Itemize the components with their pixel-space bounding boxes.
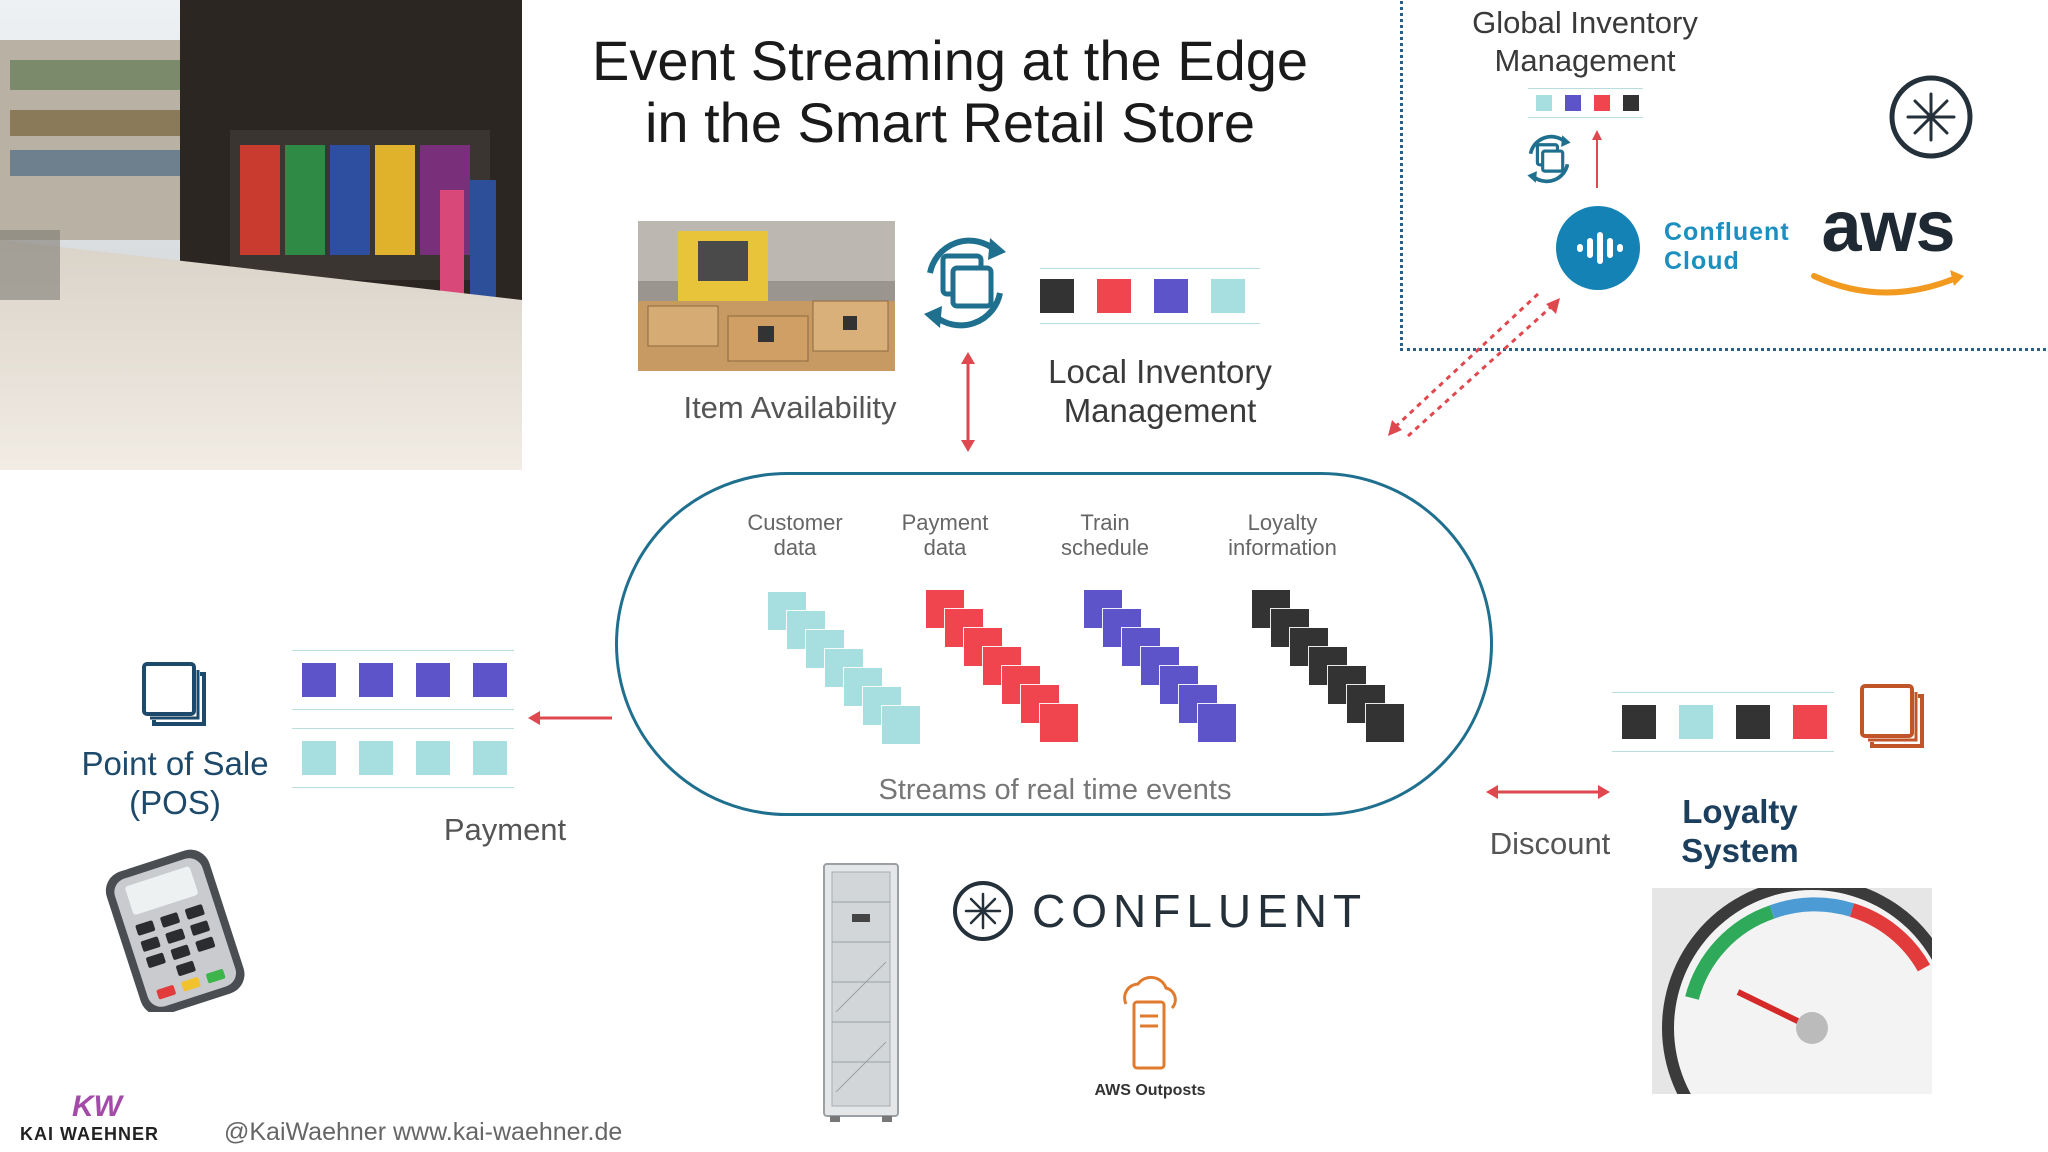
loyalty-topic	[1612, 692, 1834, 752]
stream-header-customer-data: Customer data	[747, 510, 843, 560]
streams-caption: Streams of real time events	[878, 774, 1232, 806]
global-inventory-label: Global Inventory Management	[1472, 5, 1698, 78]
pos-topic-teal	[292, 728, 514, 788]
event-square	[1211, 279, 1245, 313]
aws-smile-icon	[1808, 266, 1968, 302]
stream-event-square	[882, 706, 920, 744]
event-square	[416, 741, 450, 775]
kai-waehner-logo: KW KAI WAEHNER	[20, 1090, 190, 1146]
confluent-cloud-label: Confluent Cloud	[1664, 218, 1790, 275]
event-square	[359, 741, 393, 775]
loyalty-system-label: Loyalty System	[1681, 793, 1799, 869]
stream-event-square	[1198, 704, 1236, 742]
bidirectional-arrow-horizontal	[1486, 782, 1610, 802]
event-square	[473, 741, 507, 775]
kw-name: KAI WAEHNER	[20, 1124, 160, 1144]
pos-label: Point of Sale (POS)	[81, 745, 269, 821]
kw-monogram: KW	[72, 1090, 122, 1123]
stream-train-schedule	[1084, 590, 1236, 742]
event-square	[1154, 279, 1188, 313]
local-inventory-label: Local Inventory Management	[1048, 353, 1272, 429]
arrow-left-icon	[528, 708, 614, 728]
event-square	[302, 741, 336, 775]
confluent-star-icon	[952, 880, 1014, 942]
global-inventory-topic	[1528, 88, 1643, 118]
stream-event-square	[1040, 704, 1078, 742]
event-square	[302, 663, 336, 697]
event-square	[473, 663, 507, 697]
event-square	[1623, 95, 1639, 111]
event-square	[1793, 705, 1827, 739]
bidirectional-arrow-vertical	[956, 352, 980, 452]
event-square	[1594, 95, 1610, 111]
event-square	[1622, 705, 1656, 739]
confluent-star-icon	[1888, 74, 1974, 160]
confluent-wordmark: CONFLUENT	[1032, 885, 1368, 937]
local-inventory-topic	[1040, 268, 1260, 324]
stream-header-loyalty-information: Loyalty information	[1228, 510, 1337, 560]
item-availability-label: Item Availability	[683, 390, 897, 425]
event-square	[359, 663, 393, 697]
warehouse-forklift-photo	[638, 221, 895, 371]
mall-store-photo	[0, 0, 522, 470]
event-streams-container	[615, 472, 1493, 816]
event-square	[1679, 705, 1713, 739]
event-square	[1097, 279, 1131, 313]
event-square	[416, 663, 450, 697]
confluent-cloud-icon	[1555, 205, 1641, 291]
stream-customer-data	[768, 592, 920, 744]
stream-loyalty-information	[1252, 590, 1404, 742]
card-payment-terminal	[80, 846, 266, 1016]
cloud-region-box	[1400, 0, 2048, 351]
page-title: Event Streaming at the Edge in the Smart…	[592, 29, 1308, 154]
loyalty-rewards-gauge	[1652, 878, 1962, 1152]
arrow-up-icon	[1590, 130, 1604, 190]
aws-outposts-icon	[1116, 972, 1180, 1072]
stream-payment-data	[926, 590, 1078, 742]
pos-topic-purple	[292, 650, 514, 710]
edge-server-rack	[822, 862, 900, 1124]
stream-header-train-schedule: Train schedule	[1060, 510, 1150, 560]
pos-copy-icon	[140, 660, 212, 732]
payment-label: Payment	[443, 812, 567, 847]
event-square	[1736, 705, 1770, 739]
aws-outposts-label: AWS Outposts	[1094, 1082, 1206, 1099]
loyalty-copy-icon	[1858, 682, 1930, 754]
stream-event-square	[1366, 704, 1404, 742]
event-square	[1536, 95, 1552, 111]
stream-header-payment-data: Payment data	[901, 510, 989, 560]
footer-handle: @KaiWaehner www.kai-waehner.de	[224, 1118, 623, 1146]
aws-logo: aws	[1821, 187, 1955, 267]
sync-copy-icon	[1520, 130, 1578, 188]
event-square	[1565, 95, 1581, 111]
sync-copy-icon	[910, 228, 1020, 338]
edge-cloud-replication-arrows	[1386, 290, 1566, 440]
discount-label: Discount	[1489, 826, 1611, 861]
event-square	[1040, 279, 1074, 313]
